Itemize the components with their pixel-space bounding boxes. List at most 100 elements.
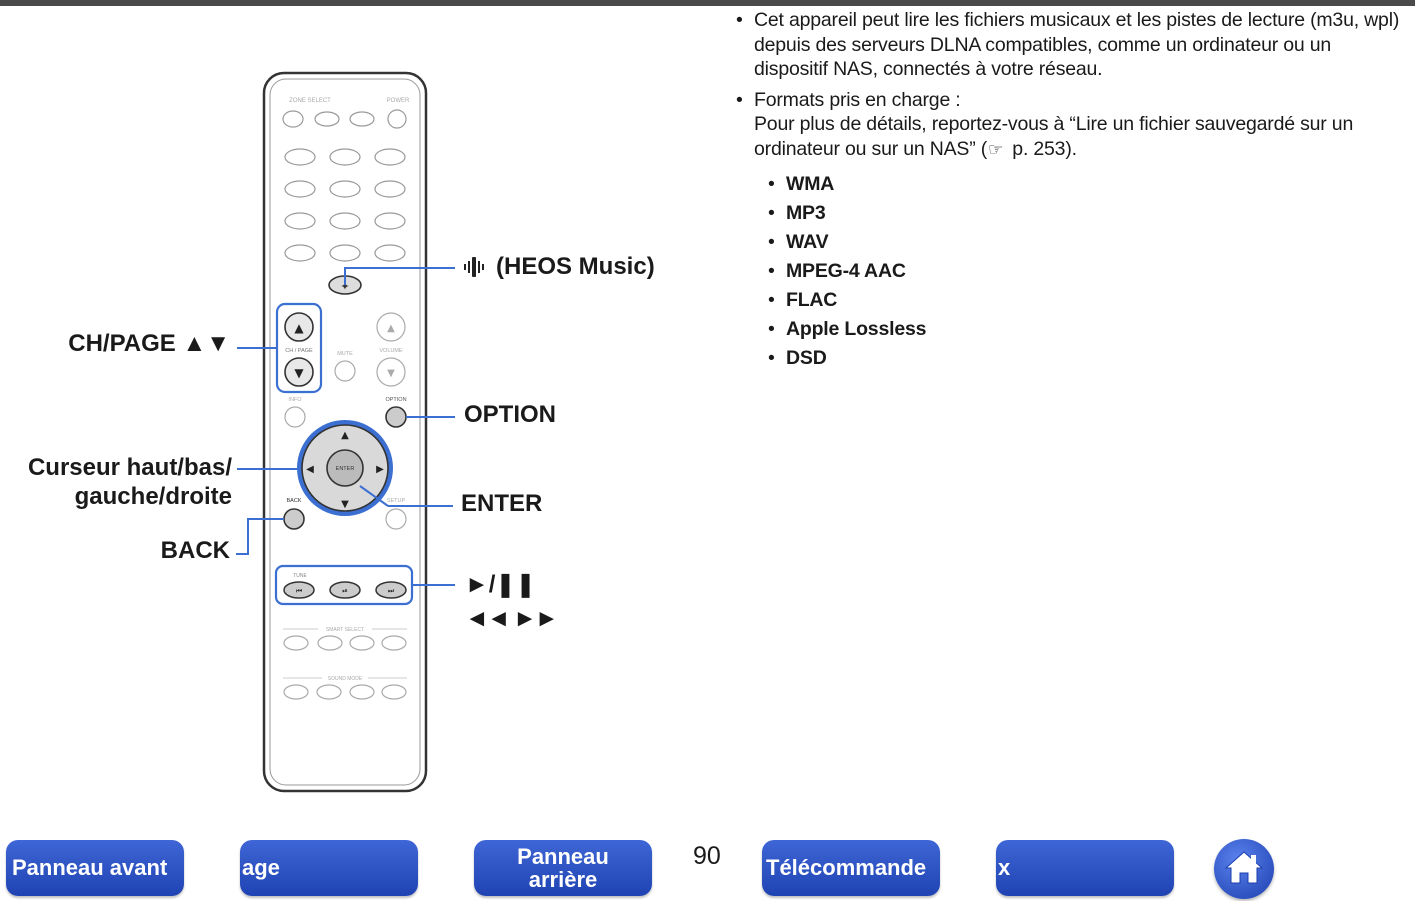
svg-text:⏯: ⏯ [342,587,348,595]
enter-leader-line-diag [359,485,389,507]
format-item: MP3 [768,199,1408,228]
input-tuner-button[interactable] [374,212,406,230]
input-tv-button[interactable] [284,212,316,230]
affichage-button[interactable]: age [240,840,418,896]
option-button[interactable] [385,406,407,428]
volume-label: VOLUME [379,348,403,354]
heos-icon [464,257,484,277]
formats-heading: Formats pris en charge : [754,88,961,111]
sound-mode-pure-button[interactable] [381,684,407,700]
bullet-formats: Formats pris en charge : Pour plus de dé… [736,88,1408,374]
input-cbl-button[interactable] [284,148,316,166]
zone-main-button[interactable] [282,110,304,128]
cursor-up-icon[interactable]: ▲ [341,430,349,441]
input-media-button[interactable] [329,148,361,166]
cursor-right-icon[interactable]: ▶ [376,464,384,475]
panneau-arriere-button[interactable]: Panneau arrière [474,840,652,896]
zone2-button[interactable] [314,111,340,127]
ch-page-label: CH / PAGE [285,348,313,354]
callout-option: OPTION [464,401,557,428]
volume-down-button[interactable] [376,357,406,387]
input-usb-button[interactable] [284,244,316,262]
setup-label: SETUP [387,498,406,504]
svg-text:✦: ✦ [340,280,349,293]
zone-select-label: ZONE SELECT [289,98,331,104]
input-aux-button[interactable] [329,180,361,198]
callout-skip: ◄◄ ►► [465,605,559,632]
ch-page-up-button[interactable] [284,312,314,342]
formats-detail-before: Pour plus de détails, reportez-vous à “L… [754,113,1354,160]
telecommande-button[interactable]: Télécommande [762,840,940,896]
bullet-dlna-text: Cet appareil peut lire les fichiers musi… [754,9,1400,80]
mute-label: MUTE [337,351,353,357]
sound-mode-game-button[interactable] [349,684,375,700]
smart-select-2-button[interactable] [317,635,343,651]
callout-cursor: Curseur haut/bas/ gauche/droite [4,453,232,511]
power-label: POWER [387,98,410,104]
callout-enter: ENTER [461,490,543,517]
svg-text:▲: ▲ [387,323,395,334]
ch-page-down-button[interactable] [284,357,314,387]
smart-select-1-button[interactable] [283,635,309,651]
input-bluetooth-button[interactable] [329,244,361,262]
previous-button[interactable] [283,581,315,599]
smart-select-label: SMART SELECT [326,627,364,633]
mute-button[interactable] [334,360,356,382]
bullet-dlna: Cet appareil peut lire les fichiers musi… [736,8,1408,82]
callout-back: BACK [160,537,230,564]
setup-button[interactable] [385,508,407,530]
input-game-button[interactable] [284,180,316,198]
top-rule [0,0,1415,6]
svg-text:⏭: ⏭ [388,587,395,595]
sound-mode-movie-button[interactable] [283,684,309,700]
play-pause-button[interactable] [329,581,361,599]
formats-detail-after: p. 253). [1007,137,1077,160]
input-phono-button[interactable] [329,212,361,230]
back-button[interactable] [283,508,305,530]
input-aux2-button[interactable] [374,180,406,198]
callout-heos-music: (HEOS Music) [496,253,655,280]
format-item: FLAC [768,286,1408,315]
home-icon [1224,851,1264,884]
sound-mode-music-button[interactable] [316,684,342,700]
input-bluray-button[interactable] [374,148,406,166]
index-button[interactable]: x [996,840,1174,896]
page-number: 90 [693,842,721,870]
zone3-button[interactable] [349,111,375,127]
tune-label: TUNE [293,573,307,579]
formats-list: WMA MP3 WAV MPEG-4 AAC FLAC Apple Lossle… [754,170,1408,373]
cursor-down-icon[interactable]: ▼ [341,499,349,510]
panneau-arriere-label-2: arrière [528,867,598,892]
svg-text:▼: ▼ [387,368,395,379]
power-button[interactable] [387,109,407,129]
cursor-left-icon[interactable]: ◀ [306,464,314,475]
format-item: MPEG-4 AAC [768,257,1408,286]
enter-button[interactable] [326,449,364,487]
heos-leader-line [344,267,455,285]
smart-select-4-button[interactable] [381,635,407,651]
affichage-label: age [242,855,280,880]
index-label: x [998,855,1011,880]
input-heos-button[interactable] [374,244,406,262]
smart-select-3-button[interactable] [349,635,375,651]
info-button[interactable] [284,406,306,428]
next-button[interactable] [375,581,407,599]
back-leader-line [236,518,284,555]
callout-ch-page: CH/PAGE ▲▼ [68,330,230,357]
svg-text:▼: ▼ [294,366,304,380]
callout-cursor-line2: gauche/droite [74,483,232,510]
panneau-avant-button[interactable]: Panneau avant [6,840,184,896]
instruction-list: Cet appareil peut lire les fichiers musi… [736,8,1408,379]
home-button[interactable] [1214,839,1274,899]
callout-play-pause: ►/❚❚ [465,571,536,598]
back-label: BACK [287,498,302,504]
enter-label: ENTER [336,466,355,472]
callout-cursor-line1: Curseur haut/bas/ [27,454,232,481]
format-item: DSD [768,344,1408,373]
panneau-avant-label: Panneau avant [12,855,168,880]
option-label: OPTION [385,397,406,403]
format-item: WAV [768,228,1408,257]
volume-up-button[interactable] [376,312,406,342]
svg-text:⏮: ⏮ [296,587,302,595]
